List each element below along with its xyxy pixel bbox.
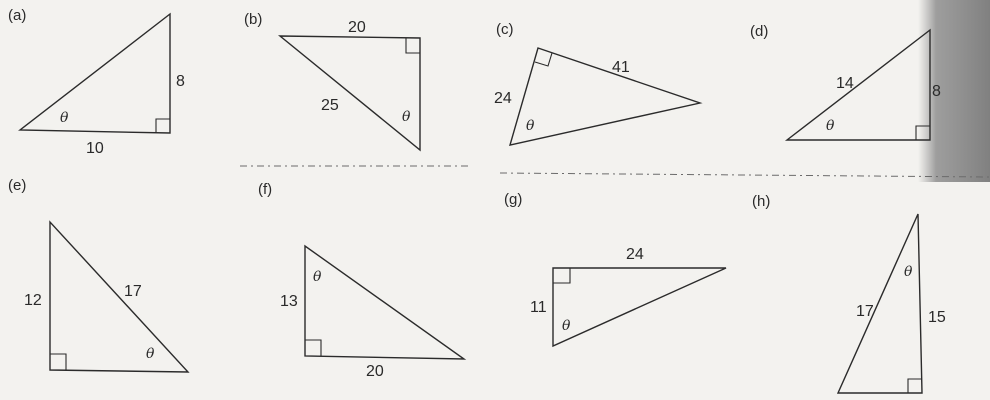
right-angle-mark xyxy=(405,38,420,54)
triangle-c xyxy=(509,47,703,146)
figure-c: (c) 41 24 θ xyxy=(494,21,703,146)
angle-label: θ xyxy=(313,269,322,285)
figure-f-label: (f) xyxy=(258,181,272,198)
angle-label: θ xyxy=(402,109,411,125)
side-label: 13 xyxy=(280,293,298,310)
side-label: 12 xyxy=(24,292,42,309)
figure-e: (e) 12 17 θ xyxy=(8,177,190,373)
right-angle-mark xyxy=(534,52,553,67)
figure-b-label: (b) xyxy=(244,11,262,28)
side-label: 20 xyxy=(348,19,366,36)
right-angle-mark xyxy=(155,118,170,133)
right-angle-mark xyxy=(50,353,67,370)
figure-g-label: (g) xyxy=(504,191,522,208)
triangle-h xyxy=(836,213,923,394)
angle-label: θ xyxy=(826,118,835,134)
angle-label: θ xyxy=(526,118,535,134)
triangle-f xyxy=(304,244,467,360)
right-angle-mark xyxy=(553,268,571,284)
right-angle-mark xyxy=(907,378,922,393)
side-label: 24 xyxy=(626,246,644,263)
figure-h-label: (h) xyxy=(752,193,770,210)
side-label: 14 xyxy=(836,75,854,92)
angle-label: θ xyxy=(146,346,155,362)
figure-f: (f) 13 20 θ xyxy=(258,181,467,380)
figure-a-label: (a) xyxy=(8,7,26,24)
triangle-g xyxy=(552,267,727,348)
side-label: 20 xyxy=(366,363,384,380)
figure-d: (d) 14 8 θ xyxy=(750,23,941,141)
side-label: 24 xyxy=(494,90,512,107)
triangle-a xyxy=(18,12,171,134)
triangle-b xyxy=(277,35,421,152)
triangle-e xyxy=(49,220,190,373)
side-label: 8 xyxy=(176,73,185,90)
right-angle-mark xyxy=(915,125,930,140)
scan-shadow xyxy=(918,0,990,182)
figure-a: (a) 8 10 θ xyxy=(8,7,185,157)
side-label: 10 xyxy=(86,140,104,157)
angle-label: θ xyxy=(562,318,571,334)
angle-label: θ xyxy=(60,110,69,126)
figure-e-label: (e) xyxy=(8,177,26,194)
angle-label: θ xyxy=(904,264,913,280)
side-label: 17 xyxy=(856,303,874,320)
right-angle-mark xyxy=(305,339,322,356)
triangle-d xyxy=(784,28,931,141)
side-label: 8 xyxy=(932,83,941,100)
separator-line xyxy=(499,172,990,178)
figure-c-label: (c) xyxy=(496,21,514,38)
figure-b: (b) 20 25 θ xyxy=(244,11,421,152)
figure-h: (h) 17 15 θ xyxy=(752,193,946,394)
side-label: 41 xyxy=(612,59,630,76)
side-label: 17 xyxy=(124,283,142,300)
figure-g: (g) 24 11 θ xyxy=(504,191,727,348)
side-label: 11 xyxy=(530,299,547,316)
side-label: 15 xyxy=(928,309,946,326)
figure-d-label: (d) xyxy=(750,23,768,40)
side-label: 25 xyxy=(321,97,339,114)
